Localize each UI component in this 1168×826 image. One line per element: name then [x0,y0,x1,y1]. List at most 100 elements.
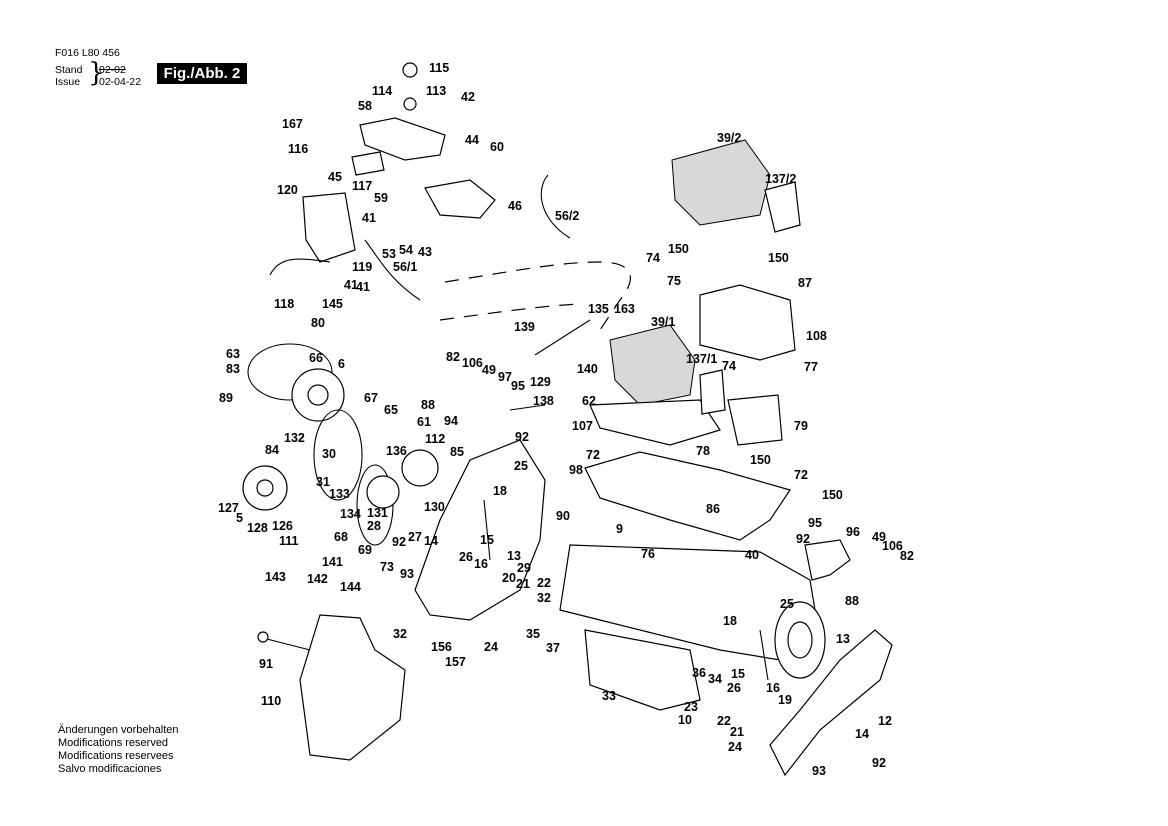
part-number-label: 62 [582,394,596,408]
adjuster-rod [483,499,491,561]
part-number-label: 129 [530,375,551,389]
document-number: F016 L80 456 [55,47,120,59]
part-number-label: 95 [511,379,525,393]
part-number-label: 144 [340,580,361,594]
part-number-label: 26 [459,550,473,564]
part-number-label: 14 [424,534,438,548]
part-number-label: 89 [219,391,233,405]
note-fr: Modifications reservees [58,750,174,762]
part-number-label: 44 [465,133,479,147]
issue-date: 02-04-22 [99,76,142,88]
part-number-label: 157 [445,655,466,669]
part-number-label: 22 [717,714,731,728]
side-plate-right [769,629,893,777]
part-number-label: 82 [900,549,914,563]
part-number-label: 28 [367,519,381,533]
part-number-label: 88 [845,594,859,608]
part-number-label: 117 [352,179,372,193]
part-number-label: 96 [846,525,860,539]
part-number-label: 13 [836,632,850,646]
part-number-label: 49 [872,530,886,544]
part-number-label: 136 [386,444,407,458]
part-number-label: 74 [722,359,736,373]
side-frame-left [414,439,546,621]
handle-bracket [424,179,496,219]
part-number-label: 49 [482,363,496,377]
part-number-label: 27 [408,530,422,544]
part-number-label: 74 [646,251,660,265]
part-number-label: 131 [367,506,388,520]
part-number-label: 150 [668,242,689,256]
part-number-label: 68 [334,530,348,544]
part-number-label: 32 [537,591,551,605]
note-es: Salvo modificaciones [58,763,162,775]
drive-belt [247,343,333,401]
note-de: Änderungen vorbehalten [58,724,179,736]
motor-top [671,139,771,226]
part-number-label: 150 [768,251,789,265]
part-number-label: 37 [546,641,560,655]
side-plate-left [299,614,406,761]
part-number-label: 41 [344,278,358,292]
part-number-label: 40 [745,548,759,562]
part-number-label: 92 [872,756,886,770]
switch-cover [359,117,446,161]
part-number-label: 110 [261,694,281,708]
part-number-label: 107 [572,419,593,433]
part-number-label: 77 [804,360,818,374]
part-number-label: 31 [316,475,330,489]
hood-outline-lower [439,303,581,321]
cutter-cylinder [584,629,701,711]
part-number-label: 30 [322,447,336,461]
part-number-label: 78 [696,444,710,458]
part-number-label: 137/1 [686,352,717,366]
issue-label: Issue [55,76,81,88]
part-number-label: 132 [284,431,305,445]
motor-base [589,399,721,446]
part-number-label: 135 [588,302,609,316]
part-number-label: 94 [444,414,458,428]
part-number-label: 80 [311,316,325,330]
part-number-label: 21 [516,577,530,591]
part-number-label: 108 [806,329,827,343]
part-number-label: 39/1 [651,315,675,329]
part-number-label: 88 [421,398,435,412]
part-number-label: 45 [328,170,342,184]
part-number-label: 15 [480,533,494,547]
part-number-label: 16 [766,681,780,695]
switch-block [351,151,385,176]
part-number-label: 20 [502,571,516,585]
part-number-label: 98 [569,463,583,477]
part-number-label: 9 [616,522,623,536]
bolt [262,637,311,651]
part-number-label: 76 [641,547,655,561]
part-number-label: 6 [338,357,345,371]
part-number-label: 41 [356,280,370,294]
rod-139 [534,319,591,356]
part-number-label: 86 [706,502,720,516]
part-number-label: 72 [586,448,600,462]
part-number-label: 10 [678,713,692,727]
part-number-label: 36 [692,666,706,680]
note-en: Modifications reserved [58,737,169,749]
part-number-label: 163 [614,302,635,316]
figure-label: Fig./Abb. 2 [157,63,247,84]
sprocket [401,449,439,487]
handle-bracket-right [804,539,851,581]
part-number-label: 16 [474,557,488,571]
part-number-label: 93 [812,764,826,778]
bracket-plate [727,394,783,446]
part-number-label: 61 [417,415,431,429]
part-number-label: 92 [392,535,406,549]
part-number-label: 92 [515,430,529,444]
drive-chain [313,409,363,501]
part-number-label: 83 [226,362,240,376]
part-number-label: 87 [798,276,812,290]
part-number-label: 118 [274,297,294,311]
part-number-label: 120 [277,183,298,197]
part-number-label: 67 [364,391,378,405]
part-number-label: 18 [723,614,737,628]
stand-label: Stand [55,64,83,76]
